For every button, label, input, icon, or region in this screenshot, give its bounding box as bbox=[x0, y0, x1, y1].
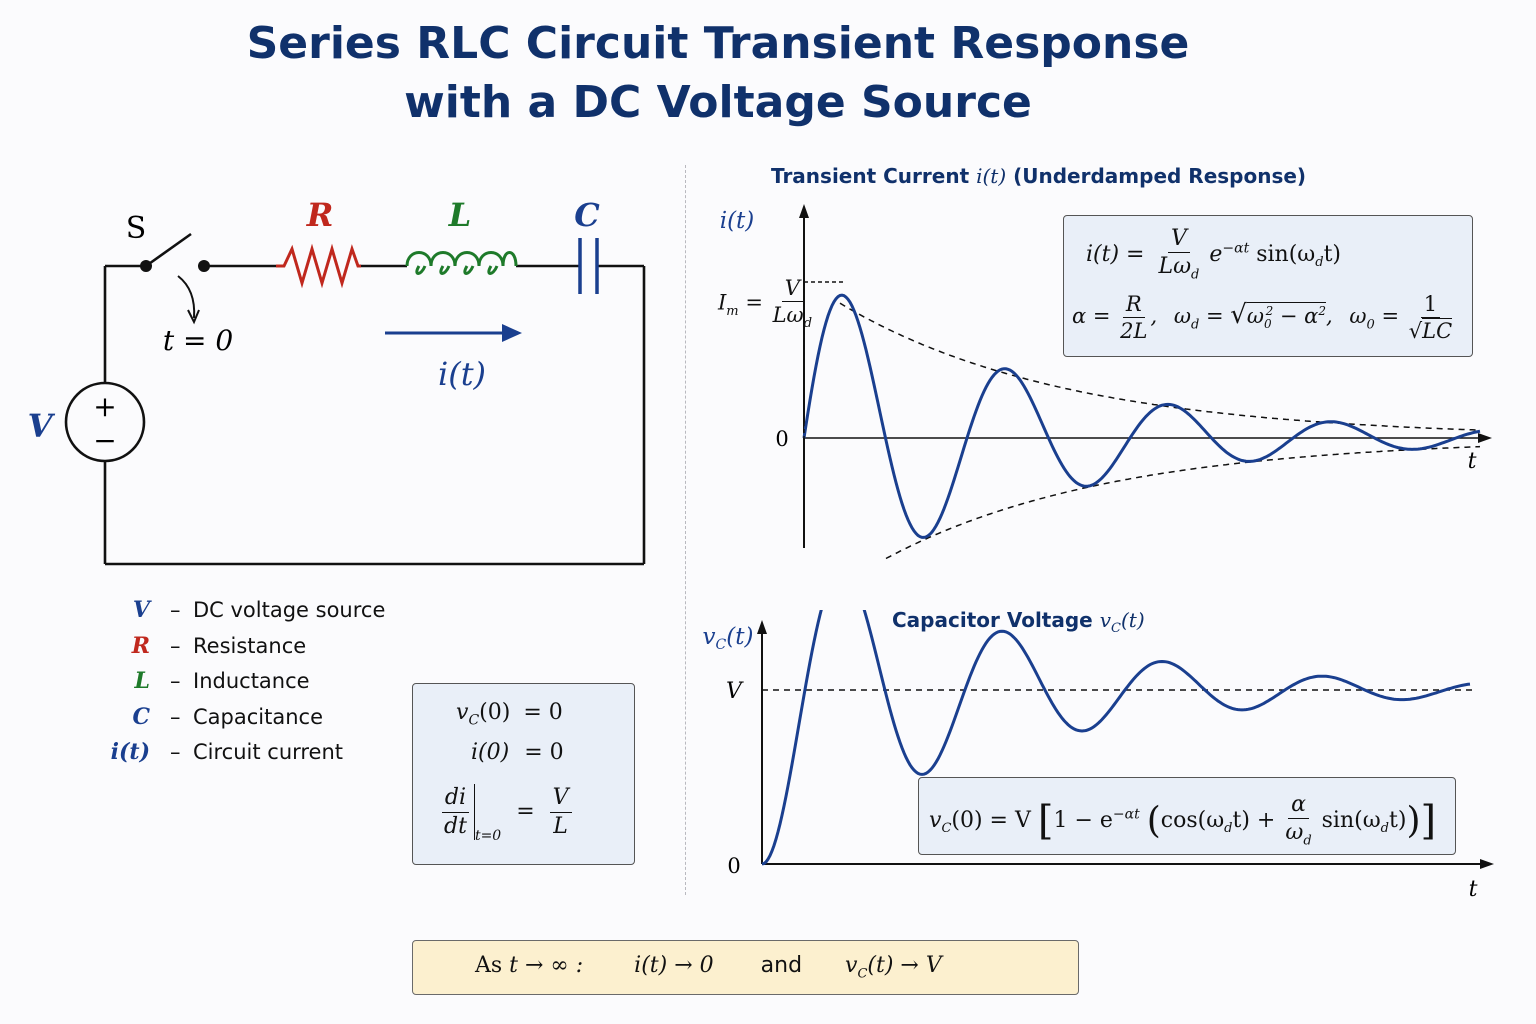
legend-dash: – bbox=[170, 633, 181, 658]
steady-state-summary: As t → ∞ : i(t) → 0 and vC(t) → V bbox=[412, 940, 1079, 995]
voltage-source-symbol bbox=[64, 381, 146, 463]
current-envelope-lower bbox=[885, 445, 1481, 560]
current-x-label: t bbox=[1468, 449, 1477, 474]
inductor-symbol bbox=[405, 251, 518, 275]
voltage-x-arrow bbox=[1480, 859, 1494, 869]
legend-text: Inductance bbox=[193, 669, 310, 693]
legend-dash: – bbox=[170, 704, 181, 729]
legend-text: Circuit current bbox=[193, 740, 344, 764]
switch-arrow bbox=[177, 275, 196, 319]
current-x-arrow bbox=[1478, 433, 1492, 443]
voltage-zero-label: 0 bbox=[727, 854, 740, 878]
legend-symbol: V bbox=[132, 597, 150, 623]
source-minus: − bbox=[93, 424, 116, 457]
voltage-curve bbox=[761, 610, 1471, 866]
voltage-y-arrow bbox=[757, 620, 767, 634]
current-y-label: i(t) bbox=[720, 208, 755, 234]
source-label: V bbox=[28, 407, 56, 445]
current-label: i(t) bbox=[438, 355, 486, 393]
legend-symbol: L bbox=[134, 668, 150, 694]
legend-symbol: C bbox=[132, 703, 150, 730]
voltage-x-label: t bbox=[1469, 877, 1478, 902]
switch-label: S bbox=[126, 211, 147, 246]
switch-time-label: t = 0 bbox=[163, 324, 233, 357]
current-plot: 0 t i(t) bbox=[720, 204, 1492, 560]
summary-text: As t → ∞ : i(t) → 0 and vC(t) → V bbox=[475, 953, 942, 982]
steady-state-label: V bbox=[726, 679, 744, 704]
title-line-1: Series RLC Circuit Transient Response bbox=[246, 18, 1190, 69]
switch-blade bbox=[145, 232, 192, 268]
title-line-2: with a DC Voltage Source bbox=[404, 77, 1032, 128]
panel-divider bbox=[685, 165, 686, 895]
inductor-label: L bbox=[448, 196, 472, 234]
voltage-y-label: vC(t) bbox=[703, 624, 754, 653]
vc0-condition: vC(0) = 0 bbox=[456, 700, 563, 729]
circuit-diagram: + − S t = 0 R L C V i(t) bbox=[28, 196, 646, 566]
current-curve bbox=[802, 293, 1481, 539]
legend-dash: – bbox=[170, 598, 181, 622]
switch-contact-left bbox=[140, 260, 152, 272]
current-plot-title: Transient Current i(t) (Underdamped Resp… bbox=[771, 164, 1307, 188]
switch-contact-right bbox=[198, 260, 210, 272]
legend-text: DC voltage source bbox=[193, 598, 386, 622]
legend-symbol: R bbox=[131, 632, 150, 659]
i0-condition: i(0) = 0 bbox=[471, 740, 564, 765]
resistor-symbol bbox=[276, 243, 361, 289]
resistor-label: R bbox=[306, 196, 334, 234]
voltage-plot: V 0 t vC(t) bbox=[703, 610, 1494, 902]
current-y-arrow bbox=[799, 204, 809, 218]
voltage-plot-title: Capacitor Voltage vC(t) bbox=[892, 608, 1145, 636]
switch-arrow-head bbox=[187, 309, 200, 325]
legend-dash: – bbox=[170, 740, 181, 764]
legend-dash: – bbox=[170, 669, 181, 693]
source-plus: + bbox=[93, 390, 116, 423]
legend-text: Capacitance bbox=[193, 704, 323, 729]
capacitor-label: C bbox=[574, 196, 600, 234]
current-zero-label: 0 bbox=[775, 427, 788, 451]
legend-text: Resistance bbox=[193, 633, 307, 658]
page-title: Series RLC Circuit Transient Response wi… bbox=[0, 14, 1436, 132]
legend-symbol: i(t) bbox=[110, 739, 150, 765]
current-arrow-head bbox=[502, 324, 522, 342]
current-envelope-upper bbox=[839, 302, 1480, 431]
